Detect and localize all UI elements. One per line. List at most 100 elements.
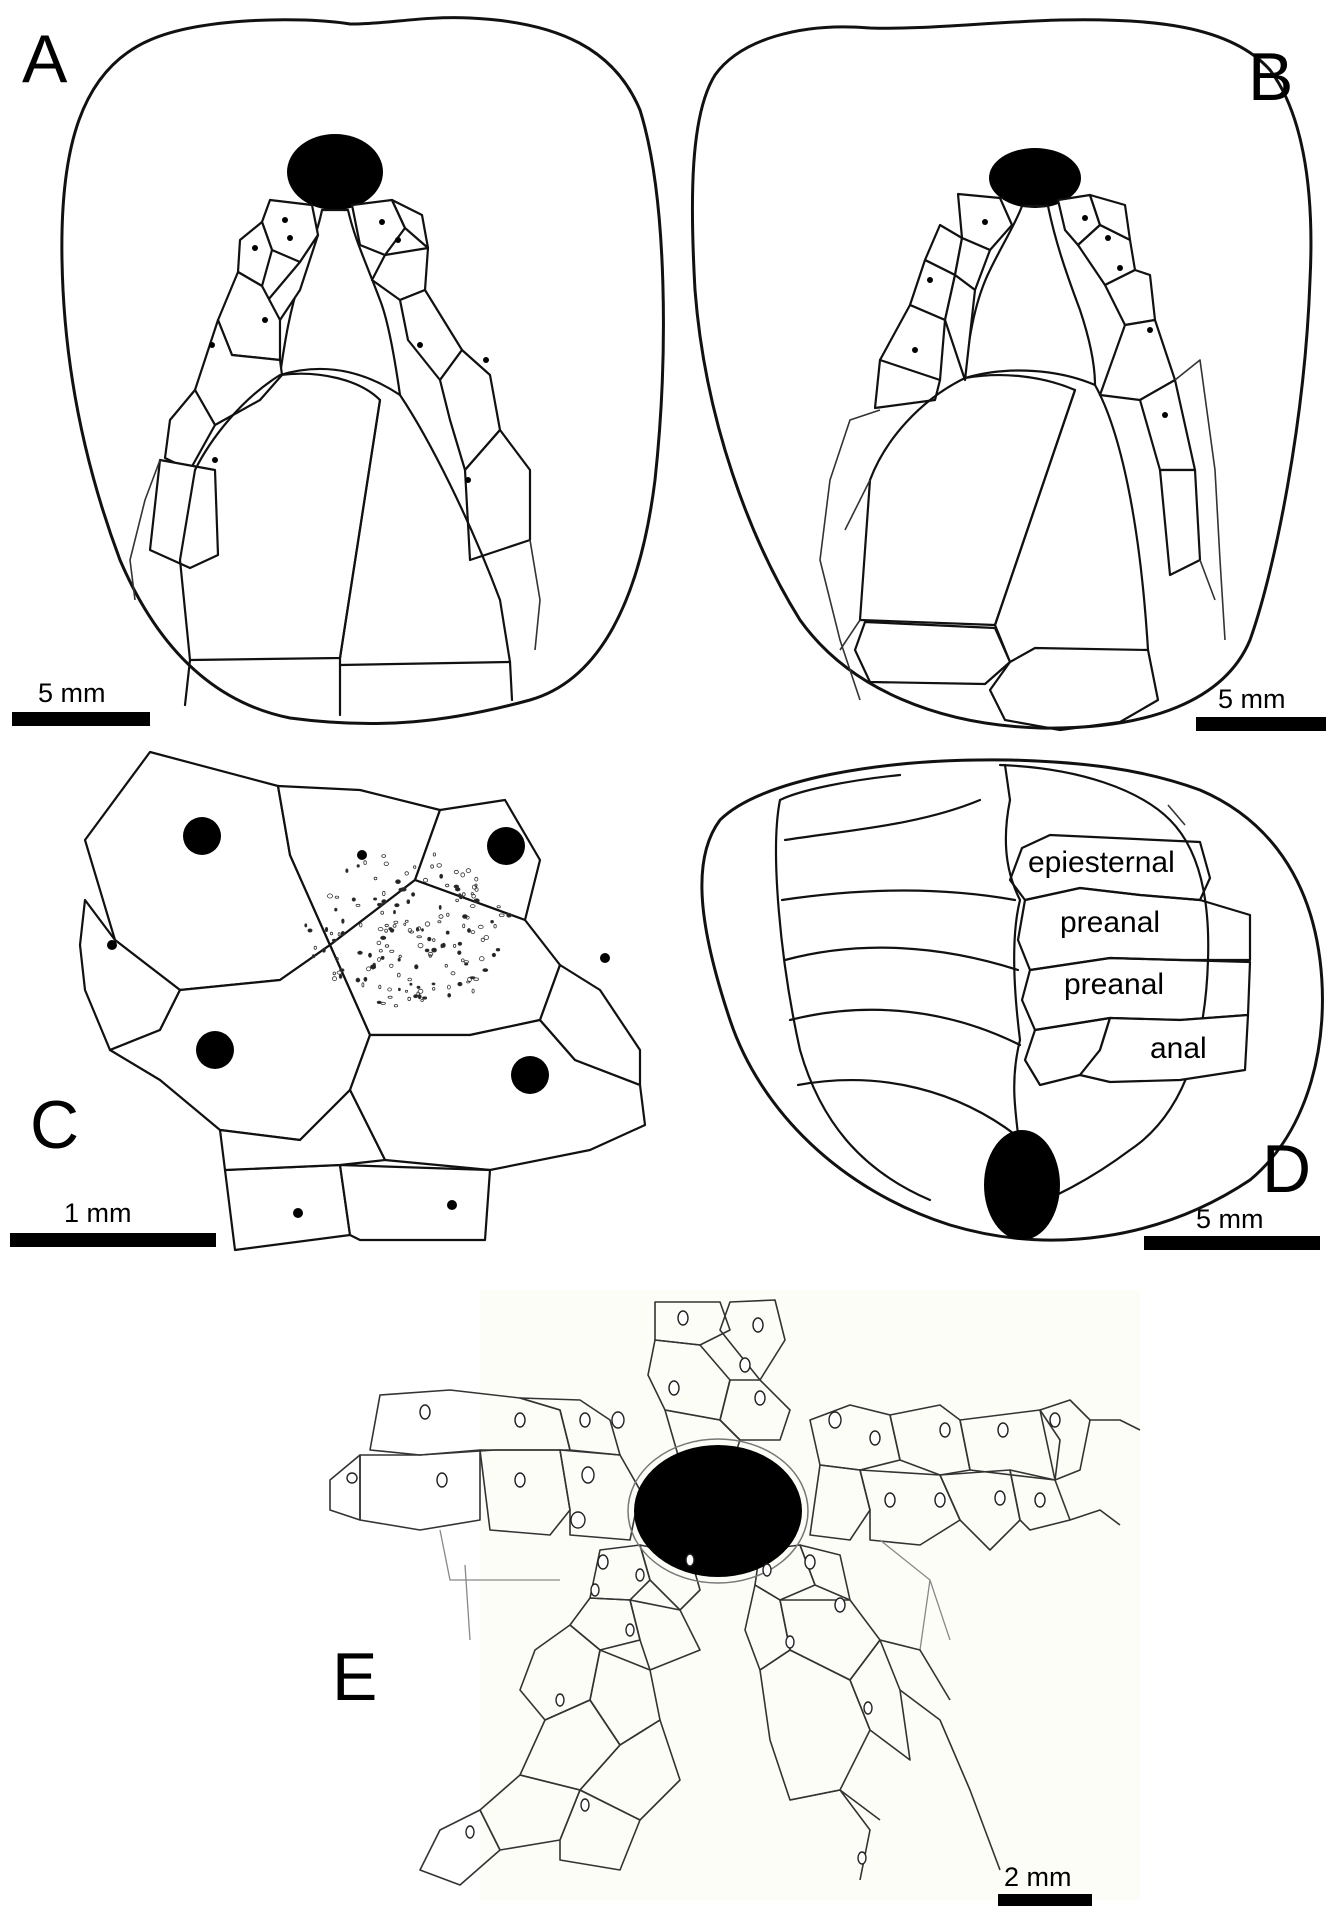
granule (461, 892, 466, 897)
plate-preanal-1 (1016, 886, 1252, 972)
granule (421, 928, 424, 932)
periproct-d (984, 1130, 1060, 1240)
granule (465, 868, 472, 873)
granule (431, 947, 437, 953)
granule (355, 903, 361, 907)
pores-a (209, 217, 489, 483)
granule (416, 935, 422, 939)
granule (437, 920, 442, 924)
granule (366, 966, 372, 972)
granule (422, 996, 428, 1000)
granule (341, 918, 345, 924)
granule (498, 913, 505, 917)
plate-label-preanal-2: preanal (1064, 968, 1164, 1001)
granule (335, 957, 339, 961)
granule (393, 1004, 398, 1008)
periproct-b (989, 148, 1081, 208)
plate-label-preanal-1: preanal (1060, 906, 1160, 939)
pores-b (912, 215, 1168, 418)
granule (376, 1000, 382, 1005)
granule (384, 923, 389, 928)
granule (397, 987, 401, 992)
granule (384, 928, 388, 933)
granule (380, 955, 385, 960)
granule (396, 972, 401, 978)
granule (470, 930, 476, 934)
periproct-halo-e (627, 1438, 809, 1584)
granule (462, 923, 466, 929)
granule (453, 869, 459, 875)
granule (311, 954, 316, 959)
plate-c-10 (338, 1163, 492, 1242)
ambulacral-plates-a (148, 198, 532, 570)
granule (368, 952, 372, 958)
granule (424, 948, 430, 953)
granule (403, 922, 407, 926)
granule (389, 949, 395, 953)
granule (378, 984, 382, 990)
granule (466, 980, 471, 984)
granule (361, 982, 365, 988)
granule (313, 945, 317, 950)
granule (334, 895, 340, 899)
scale-bar-b (1196, 717, 1326, 731)
peristome-b (963, 204, 1097, 387)
granule (477, 924, 484, 930)
granule (430, 864, 434, 869)
granule (450, 971, 456, 976)
granule (395, 879, 401, 884)
granule (398, 887, 405, 892)
plate-c-9 (223, 1163, 352, 1252)
granule (496, 905, 501, 909)
granule (438, 914, 444, 919)
granule (483, 935, 489, 940)
granule (432, 986, 436, 991)
granule (380, 1001, 386, 1005)
granule (392, 924, 397, 928)
granule (345, 868, 349, 873)
granule (398, 954, 402, 959)
granule (387, 987, 392, 992)
granule (383, 861, 389, 866)
granule (482, 968, 489, 972)
granule (464, 962, 469, 966)
granule (373, 897, 378, 901)
granule (427, 951, 434, 957)
granule (416, 985, 421, 989)
scale-label-e: 2 mm (1004, 1862, 1072, 1892)
granule (411, 892, 416, 897)
granule (329, 931, 334, 936)
panel-e: E 2 mm (329, 1290, 1141, 1906)
tubercles-c (107, 817, 610, 1218)
granule (490, 920, 494, 924)
granule (462, 914, 468, 919)
granule (479, 956, 485, 962)
granule (445, 883, 450, 888)
plate-c-8 (538, 963, 642, 1087)
granule (493, 924, 497, 929)
granule (304, 923, 308, 928)
test-outline-d (700, 758, 1324, 1242)
granule (480, 937, 485, 943)
granule (370, 964, 377, 970)
granule (506, 912, 512, 918)
granule (436, 863, 442, 868)
granule (474, 876, 479, 882)
panel-d: epiesternal preanal preanal anal D 5 mm (700, 758, 1324, 1250)
granule (460, 872, 466, 878)
granule (355, 977, 361, 983)
plate-label-anal: anal (1150, 1032, 1207, 1065)
granule (471, 884, 478, 890)
granule (380, 935, 387, 941)
granule (447, 993, 452, 998)
orange-plate-b (988, 646, 1160, 732)
granule (431, 982, 436, 986)
scale-bar-d (1144, 1236, 1320, 1250)
panel-a: A 5 mm (12, 16, 665, 726)
granule (331, 976, 337, 982)
granule (324, 927, 329, 933)
granule (307, 928, 313, 933)
granule (463, 960, 469, 964)
scale-label-d: 5 mm (1196, 1204, 1264, 1234)
scale-label-b: 5 mm (1218, 684, 1286, 714)
